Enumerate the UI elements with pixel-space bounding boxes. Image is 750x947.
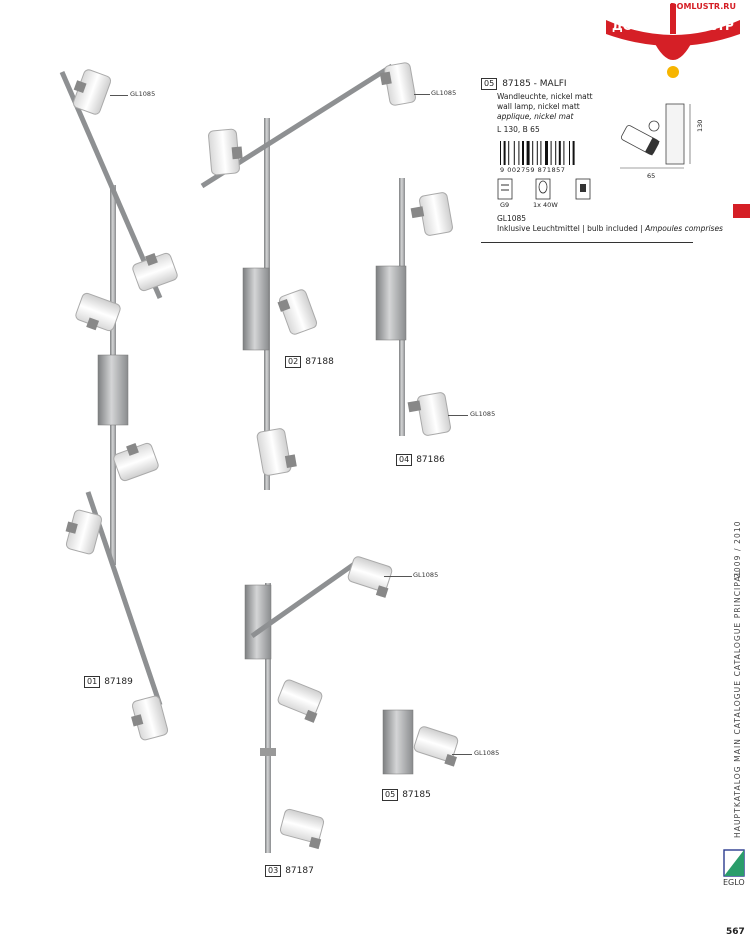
lamp-87186 [375,178,453,436]
dimension-drawing [620,103,691,169]
product-num: 04 [396,454,413,466]
spec-icons [497,178,591,200]
spot-01b [132,252,178,292]
bulb-note-en: bulb included [587,224,638,233]
catalog-years: 2009 / 2010 [733,520,742,578]
product-code: 87185 [402,790,431,800]
glass-label-04: GL1085 [470,410,496,418]
glass-label-03: GL1085 [413,571,439,579]
bulb-power-icon [535,178,551,200]
leader-line [110,95,128,96]
leader-line [384,576,412,577]
logo-left-word: ДОМ [612,19,645,33]
bulb-note-de: Inklusive Leuchtmittel [497,224,580,233]
spot-05 [413,726,459,767]
bulb-note-fr: Ampoules comprises [645,224,723,233]
spot-04a [410,192,453,236]
info-glass: GL1085 [497,214,527,223]
glass-type-icon [575,178,591,200]
product-code: 87189 [104,677,133,687]
product-tag-87186: 04 87186 [396,454,445,466]
glass-label-05: GL1085 [474,749,500,757]
bulb-socket-icon [497,178,513,200]
leader-line [448,415,468,416]
bulb-power-label: 1x 40W [533,201,558,209]
spot-02a [208,128,243,176]
lamp-87188 [200,62,416,490]
product-num: 01 [84,676,101,688]
product-num: 05 [382,789,399,801]
product-code: 87187 [285,866,314,876]
section-tab [733,204,750,218]
spot-01a [72,69,112,115]
spot-03a [347,556,393,598]
product-num: 02 [285,356,302,368]
domlustr-logo: DOMLUSTR.RU ДОМ ЛЮСТР [598,0,748,80]
product-tag-87187: 03 87187 [265,865,314,877]
product-code: 87188 [305,357,334,367]
brand-name: EGLO [723,878,745,887]
spot-01e [65,509,103,555]
glass-label-02: GL1085 [431,89,457,97]
spot-04b [407,392,451,436]
product-num: 03 [265,865,282,877]
info-num: 05 [481,78,498,90]
site-url: DOMLUSTR.RU [670,2,736,11]
bulb-type-label: G9 [500,201,510,209]
info-desc-de: Wandleuchte, nickel matt [497,92,593,101]
dimension-width: 65 [647,172,656,180]
info-desc-fr: applique, nickel mat [497,112,574,121]
product-info-87185: 05 87185 - MALFI Wandleuchte, nickel mat… [481,78,723,243]
spot-02c [277,289,318,335]
bulb-note: Inklusive Leuchtmittel | bulb included |… [497,224,723,233]
barcode-number: 9 002759 871857 [500,166,566,174]
page-number: 567 [726,927,745,937]
glass-label-01: GL1085 [130,90,156,98]
product-tag-87188: 02 87188 [285,356,334,368]
spot-03b [277,679,323,723]
leader-line [414,94,430,95]
info-divider [481,242,693,243]
lamp-87187 [244,556,393,853]
spot-01d [113,442,159,482]
logo-right-word: ЛЮСТР [684,19,734,33]
product-tag-87185: 05 87185 [382,789,431,801]
spot-02b [379,62,416,106]
lamp-87185 [382,709,459,775]
dimension-height: 130 [696,119,704,132]
leader-line [452,754,472,755]
info-title: 05 87185 - MALFI [481,78,696,90]
chandelier-logo-graphic [606,4,740,78]
catalog-title: HAUPTKATALOG MAIN CATALOGUE CATALOGUE PR… [733,569,742,838]
product-code: 87186 [416,455,445,465]
lamp-87189 [59,69,178,741]
eglo-logo-mark [723,849,745,877]
spot-02d [256,428,297,476]
barcode-bars [500,141,575,165]
info-desc-en: wall lamp, nickel matt [497,102,580,111]
info-dims: L 130, B 65 [497,125,540,134]
product-tag-87189: 01 87189 [84,676,133,688]
spot-01f [131,695,169,741]
spot-01c [75,292,121,332]
info-title-text: 87185 - MALFI [502,79,567,89]
spot-03c [279,808,325,850]
